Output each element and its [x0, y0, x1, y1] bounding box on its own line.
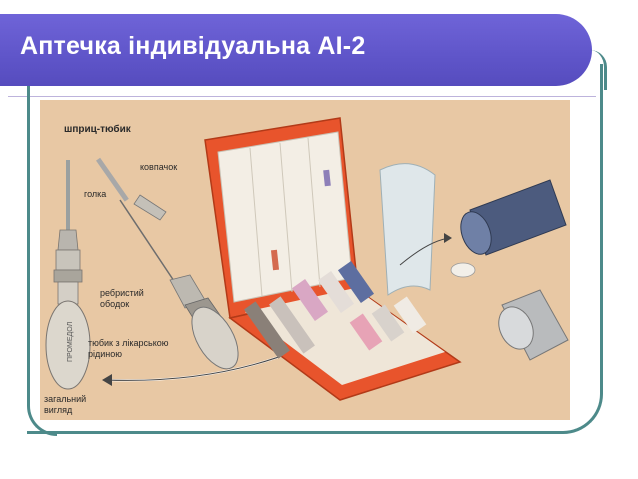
- label-cap: ковпачок: [140, 162, 178, 172]
- kit-case-graphic: [204, 117, 462, 401]
- svg-text:ПРОМЕДОЛ: ПРОМЕДОЛ: [67, 321, 74, 362]
- blue-container-graphic: [450, 179, 567, 278]
- divider-line: [8, 96, 596, 97]
- grey-container-graphic: [498, 289, 569, 361]
- content-frame: [27, 64, 603, 434]
- label-syringe-tube: шприц-тюбик: [64, 124, 131, 135]
- label-ribbed-rim: ребристий ободок: [100, 288, 144, 309]
- title-banner: [0, 14, 592, 86]
- label-general-view: загальний вигляд: [44, 394, 87, 415]
- label-needle: голка: [84, 189, 107, 199]
- frame-corner: [590, 50, 607, 90]
- syringe-parts-graphic: [119, 199, 239, 370]
- label-tube-with-liquid: тюбик з лікарською рідиною: [88, 338, 169, 359]
- cap-graphic: [96, 157, 167, 221]
- kit-drawing: ПРОМЕДОЛ: [45, 117, 569, 401]
- syringe-general-view-graphic: ПРОМЕДОЛ: [45, 160, 91, 390]
- first-aid-kit-illustration: ПРОМЕДОЛ: [40, 100, 570, 420]
- slide-title: Аптечка індивідуальна АІ-2: [20, 32, 366, 60]
